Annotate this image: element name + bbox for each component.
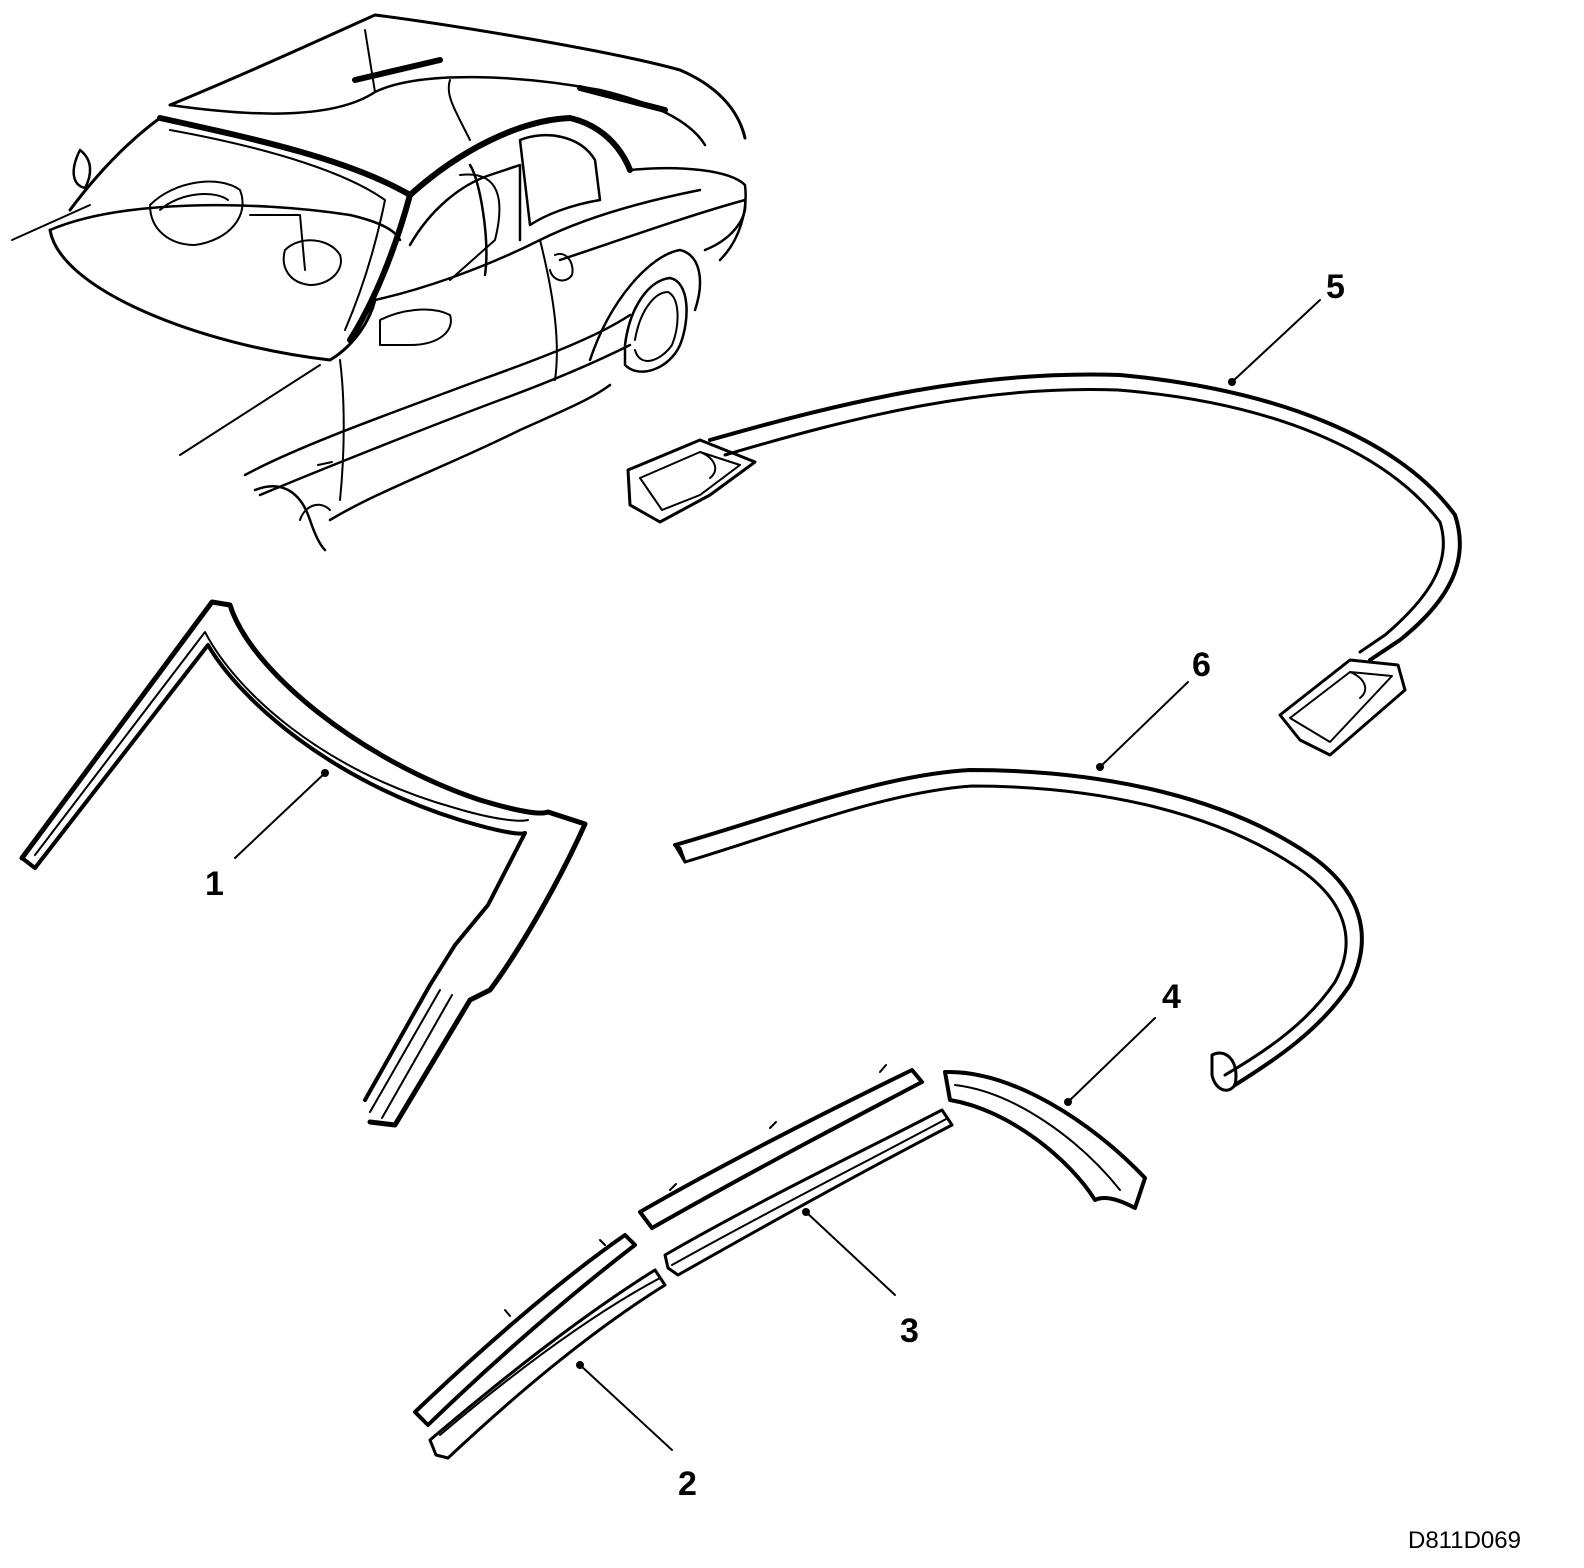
convertible-car-illustration: [11, 13, 747, 552]
windscreen-frame-seal: [19, 599, 588, 1128]
diagram-reference-code: D811D069: [1408, 1527, 1521, 1554]
callout-label-6: 6: [1192, 646, 1211, 684]
side-rail-seal-middle: [638, 1064, 954, 1277]
callout-label-5: 5: [1326, 268, 1345, 306]
roof-rail-seal-upper: [626, 372, 1462, 757]
callout-label-4: 4: [1162, 978, 1181, 1016]
side-rail-seal-front: [413, 1233, 667, 1460]
roof-rail-seal-lower: [673, 768, 1364, 1092]
callout-label-2: 2: [678, 1465, 697, 1503]
callout-label-1: 1: [205, 865, 224, 903]
corner-seal-rear: [943, 1069, 1147, 1210]
callout-leader-lines: [234, 299, 1321, 1451]
callout-label-3: 3: [900, 1312, 919, 1350]
